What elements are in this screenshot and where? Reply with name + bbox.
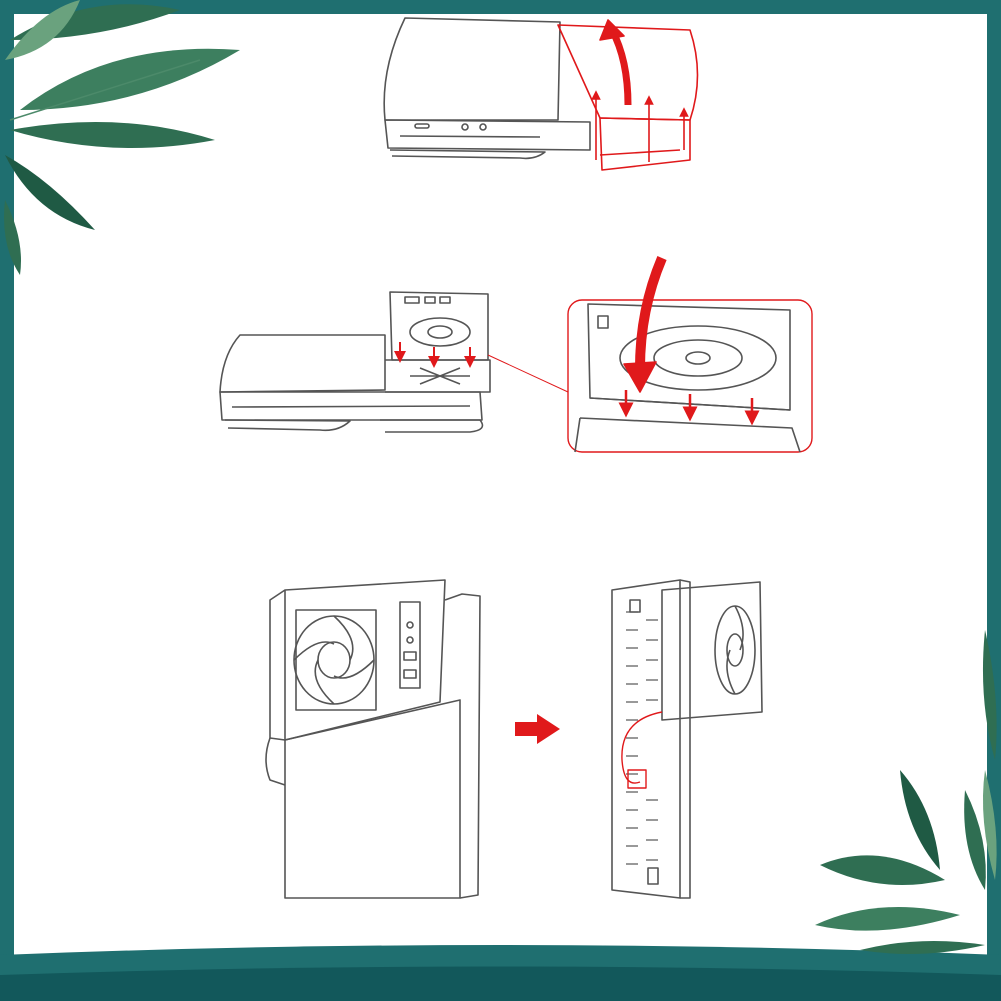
step-1-illustration: [383, 17, 699, 171]
step-3-right-illustration: [611, 579, 763, 899]
leaf-decoration-icon: [4, 0, 240, 275]
zoom-detail-box: [567, 299, 813, 453]
power-cable: [621, 711, 663, 784]
fan-icon: [714, 605, 756, 695]
arrow-up-icon: [608, 28, 632, 106]
step-3-left-illustration: [265, 579, 481, 899]
arrow-down-icon: [635, 256, 667, 369]
fan-icon: [293, 615, 375, 705]
step-2-illustration: [219, 256, 813, 453]
arrow-right-icon: [515, 714, 560, 744]
leaf-decoration-icon: [815, 630, 997, 954]
fan-icon: [409, 317, 471, 347]
